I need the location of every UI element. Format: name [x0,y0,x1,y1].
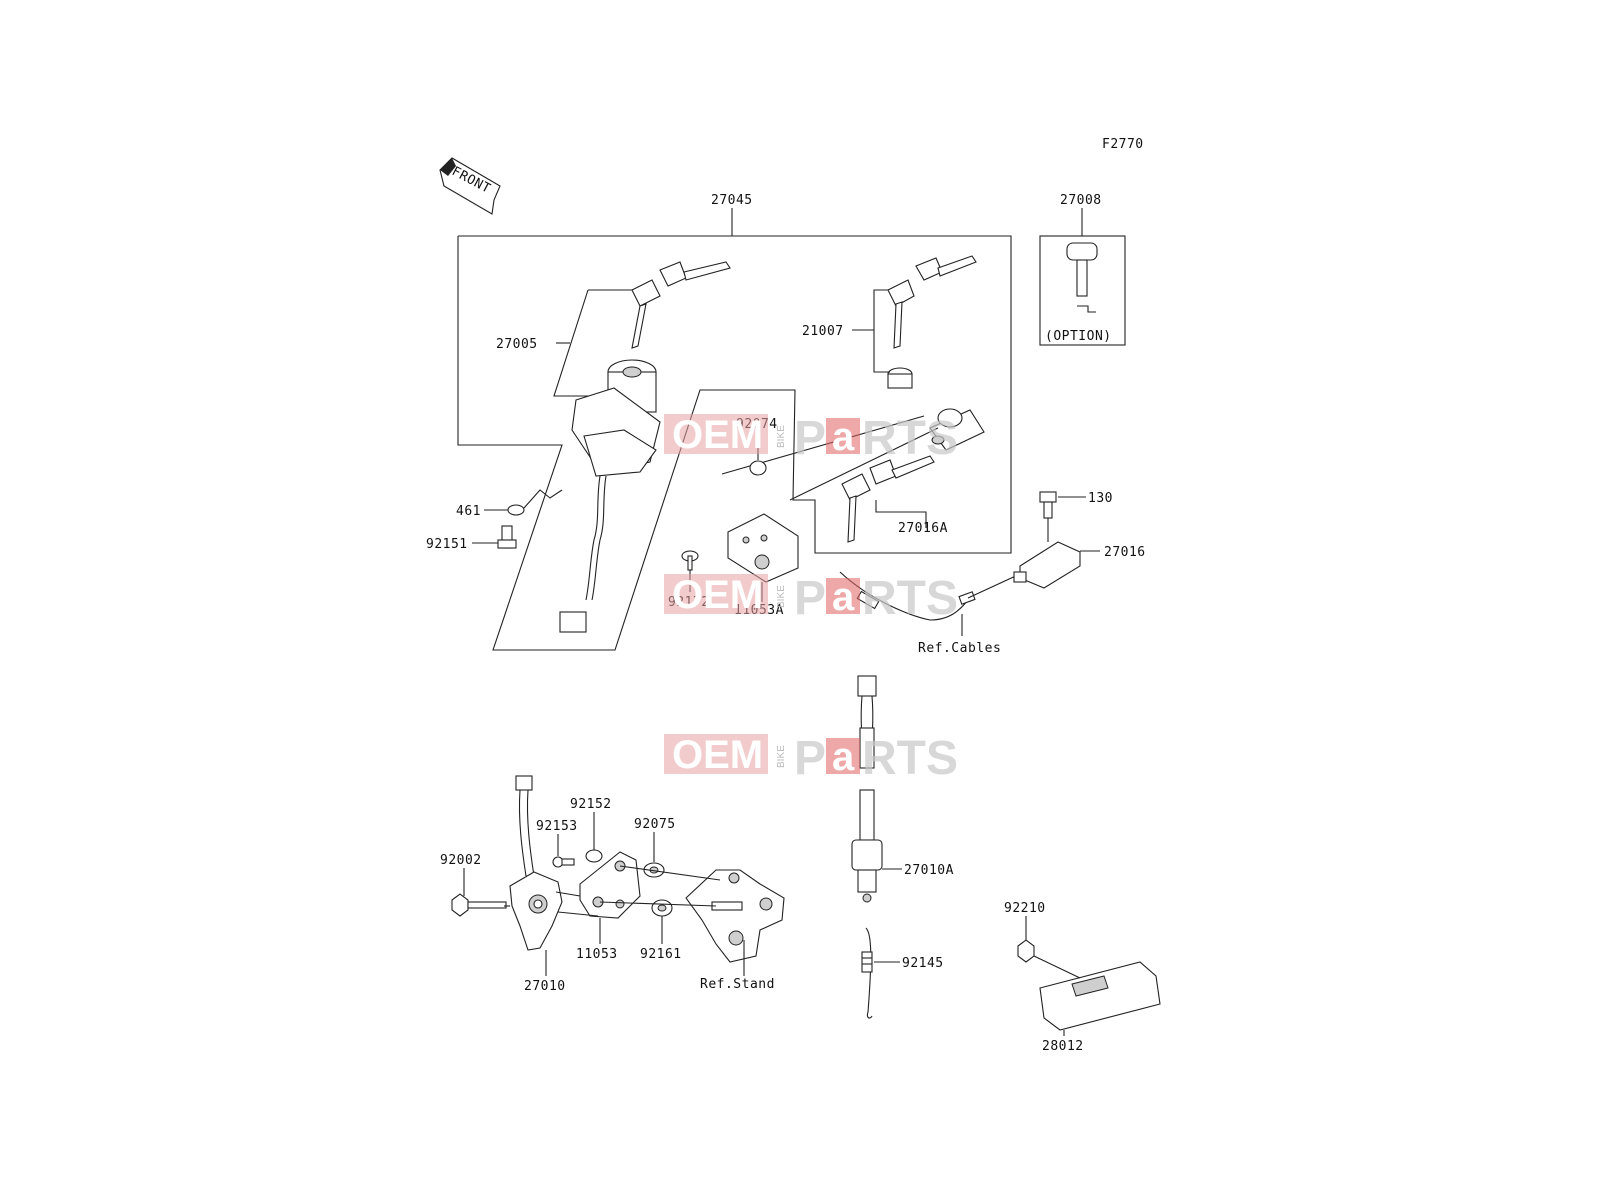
label-92153: 92153 [536,819,578,834]
svg-text:OEM: OEM [672,573,763,617]
sidestand-switch-27010-icon [509,775,563,951]
key-pair-27005-icon [631,261,731,349]
label-92210: 92210 [1004,901,1046,916]
label-28012: 28012 [1042,1039,1084,1054]
label-27005: 27005 [496,337,538,352]
stand-bracket-icon [685,869,785,963]
assembly-lines [504,865,721,917]
sidestand-switch-27010A-icon [851,675,883,903]
label-ref-cables: Ref.Cables [918,641,1001,656]
spring-92145-icon [861,927,873,1019]
label-27010A: 27010A [904,863,954,878]
washer-92152-icon [585,849,603,863]
label-option: (OPTION) [1045,329,1112,344]
collar-92075-icon [643,862,665,878]
watermark-2: OEM BIKE P a RTS [664,572,958,625]
grommet-92074-icon [749,460,767,476]
screw-92153-icon [552,856,575,868]
label-92151: 92151 [426,537,468,552]
label-92002: 92002 [440,853,482,868]
svg-text:P: P [794,732,826,785]
svg-text:P: P [794,412,826,465]
label-ref-stand: Ref.Stand [700,977,775,992]
svg-text:OEM: OEM [672,733,763,777]
diagram-code: F2770 [1102,137,1144,152]
label-130: 130 [1088,491,1113,506]
svg-text:P: P [794,572,826,625]
nut-92210-icon [1017,939,1035,963]
collar-92161-icon [651,899,673,917]
svg-text:RTS: RTS [862,732,958,785]
svg-text:RTS: RTS [862,412,958,465]
svg-text:BIKE: BIKE [776,745,787,768]
label-92152: 92152 [570,797,612,812]
label-27010: 27010 [524,979,566,994]
cable-icon [839,571,1021,621]
bolt-92002-icon [451,893,507,917]
front-arrow-icon: FRONT [439,157,501,215]
label-92145: 92145 [902,956,944,971]
label-92075: 92075 [634,817,676,832]
watermark-3: OEM BIKE P a RTS [664,732,958,785]
ignition-switch-icon [559,359,661,633]
option-key-27008 [1039,208,1126,346]
label-27008: 27008 [1060,193,1102,208]
svg-text:a: a [832,735,855,779]
svg-text:a: a [832,415,855,459]
washer-461-icon [507,504,525,516]
latch-27016-icon [1013,541,1081,589]
svg-text:BIKE: BIKE [776,585,787,608]
label-461: 461 [456,504,481,519]
label-21007: 21007 [802,324,844,339]
label-plate-28012-icon [1039,961,1161,1031]
label-92161: 92161 [640,947,682,962]
bracket-11053A-icon [727,513,799,583]
plate-11053-icon [579,851,641,919]
bolt-92151-icon [497,525,517,549]
watermark-1: OEM BIKE P a RTS [664,412,958,465]
label-27045: 27045 [711,193,753,208]
label-27016A: 27016A [898,521,948,536]
svg-text:RTS: RTS [862,572,958,625]
svg-text:a: a [832,575,855,619]
lock-cylinder-27016A-icon [841,408,985,543]
label-11053: 11053 [576,947,618,962]
bolt-130-icon [1039,491,1057,519]
label-27016: 27016 [1104,545,1146,560]
svg-text:BIKE: BIKE [776,425,787,448]
svg-text:OEM: OEM [672,413,763,457]
screw-92172-icon [681,550,699,571]
key-pair-21007-icon [887,255,977,389]
assembly-27045-outline [457,208,1012,651]
